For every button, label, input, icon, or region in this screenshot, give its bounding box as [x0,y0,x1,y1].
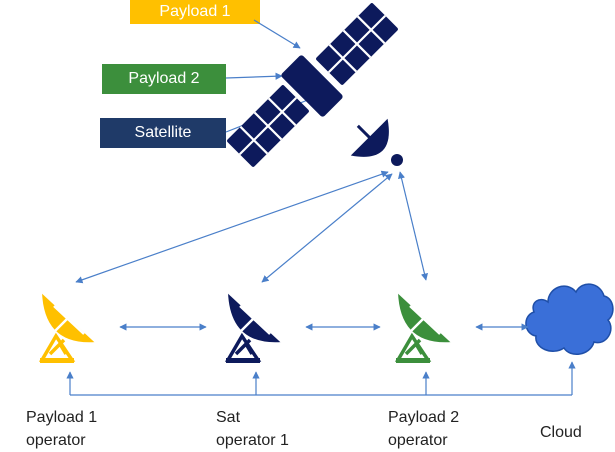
payload1-operator-label: Payload 1 operator [26,409,98,449]
satellite-icon [227,3,403,167]
payload1-pointer-arrow [253,19,301,49]
sat-operator-label: Sat operator 1 [216,409,289,449]
payload2-pointer-arrow [225,72,283,80]
dish-icon [394,291,453,363]
cloud-label: Cloud [540,424,582,441]
payload2-operator-label: Payload 2 operator [388,409,460,449]
link-sat-payload2 [398,171,428,281]
payload1-label-bg [130,0,260,24]
satellite-label-bg [100,118,226,148]
payload2-label: Payload 2 [128,70,200,87]
payload2-label-bg [102,64,226,94]
satellite-label: Satellite [134,124,192,141]
dish-icon [224,291,283,363]
cloud-icon [525,283,614,355]
payload1-label: Payload 1 [159,3,231,20]
link-sat-payload1 [75,170,389,284]
dish-icon [38,291,97,363]
link-sat-satop [261,173,393,283]
